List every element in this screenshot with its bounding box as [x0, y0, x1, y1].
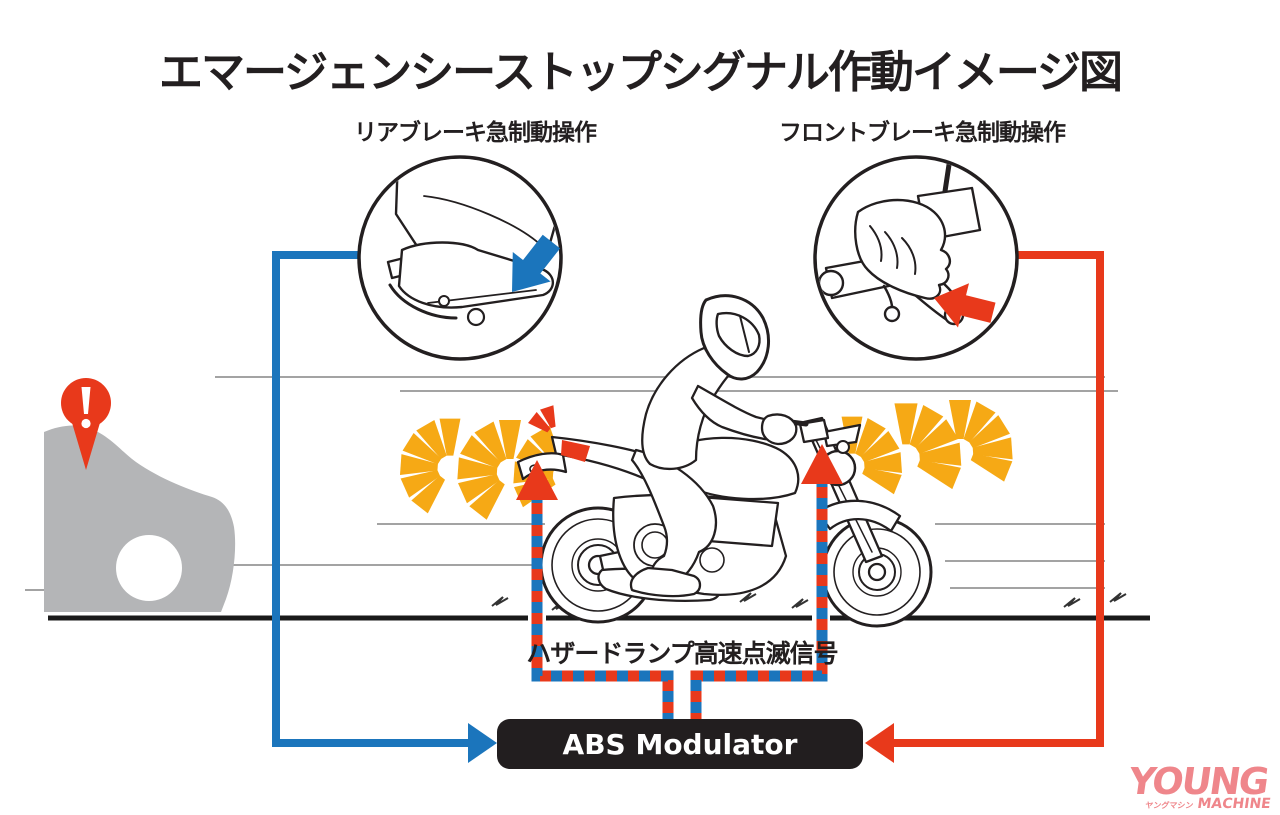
rear-signal-arrowhead-icon — [516, 460, 558, 500]
front-brake-label: フロントブレーキ急制動操作 — [779, 120, 1066, 146]
motorcycle-illustration — [516, 416, 933, 628]
blue-line-arrowhead-icon — [468, 723, 497, 763]
logo-katakana-text: ヤングマシン — [1144, 801, 1194, 810]
front-brake-line — [892, 251, 1104, 747]
abs-modulator-label: ABS Modulator — [562, 727, 798, 761]
front-brake-circle — [813, 155, 1019, 361]
tail-lamp-flash — [528, 405, 590, 462]
rear-brake-label: リアブレーキ急制動操作 — [354, 120, 597, 146]
page-title: エマージェンシーストップシグナル作動イメージ図 — [158, 47, 1123, 98]
hazard-signal-line-front — [690, 444, 843, 721]
rear-brake-line — [272, 251, 470, 747]
front-hazard-flash — [841, 400, 1013, 495]
logo-young-text: YOUNG — [1125, 760, 1271, 803]
exclamation-pin-icon — [61, 378, 111, 470]
rider-illustration — [629, 294, 798, 598]
hazard-signal-label: ハザードランプ高速点滅信号 — [526, 639, 838, 668]
car-silhouette — [44, 378, 236, 612]
hazard-signal-line-rear — [516, 460, 674, 721]
rear-brake-circle — [357, 155, 571, 361]
car-wheel-arch — [116, 535, 182, 601]
speed-lines — [25, 376, 1118, 591]
red-line-arrowhead-icon — [865, 723, 894, 763]
logo-machine-text: MACHINE — [1196, 796, 1272, 812]
abs-modulator-box — [497, 719, 863, 769]
young-machine-logo: YOUNG ヤングマシン MACHINE — [1125, 760, 1277, 812]
helmet-visor — [715, 311, 761, 358]
front-turn-signal — [836, 440, 850, 454]
front-signal-arrowhead-icon — [801, 444, 843, 484]
